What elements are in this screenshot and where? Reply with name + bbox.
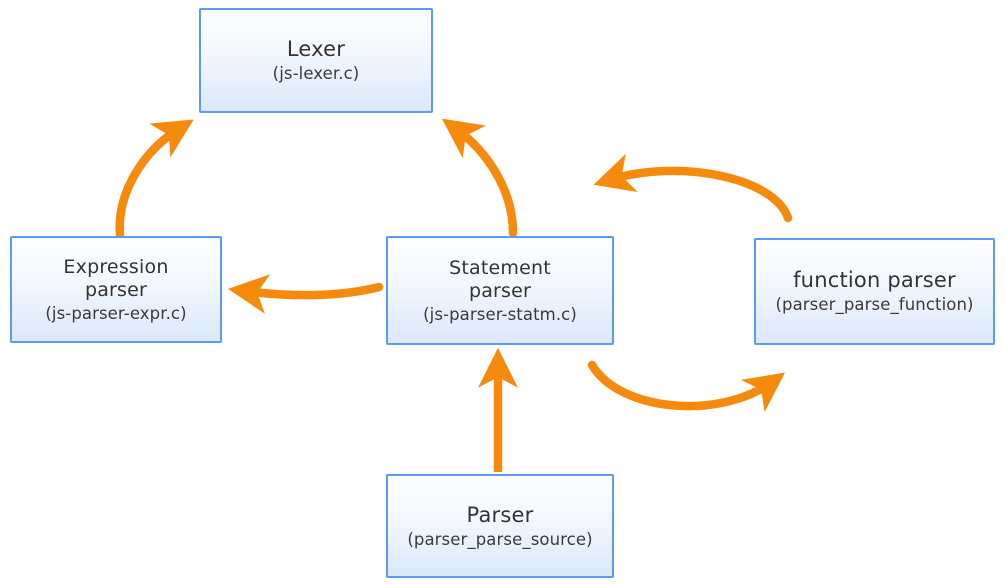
node-parser-subtitle: (parser_parse_source) (407, 529, 593, 549)
node-lexer-subtitle: (js-lexer.c) (272, 64, 360, 84)
node-statement-parser-title-line2: parser (468, 279, 532, 302)
node-lexer-title: Lexer (286, 37, 346, 62)
node-statement-parser-subtitle: (js-parser-statm.c) (423, 304, 577, 324)
node-expression-parser[interactable]: Expression parser (js-parser-expr.c) (10, 236, 222, 343)
node-lexer[interactable]: Lexer (js-lexer.c) (199, 8, 433, 113)
node-function-parser-subtitle: (parser_parse_function) (775, 295, 974, 315)
node-parser[interactable]: Parser (parser_parse_source) (386, 474, 614, 578)
edge-statm-to-lexer (441, 118, 518, 238)
node-expression-parser-title-line2: parser (84, 278, 148, 301)
node-statement-parser-title-line1: Statement (449, 256, 551, 279)
node-function-parser[interactable]: function parser (parser_parse_function) (754, 238, 995, 345)
edge-statm-to-func (587, 360, 786, 413)
node-function-parser-title: function parser (793, 268, 956, 293)
node-parser-title: Parser (466, 502, 534, 527)
node-expression-parser-subtitle: (js-parser-expr.c) (45, 303, 187, 323)
node-expression-parser-title-line1: Expression (63, 255, 169, 278)
edge-statm-to-expr (227, 274, 384, 314)
edge-func-to-statm (593, 153, 793, 223)
edge-expr-to-lexer (115, 119, 194, 239)
node-statement-parser[interactable]: Statement parser (js-parser-statm.c) (386, 236, 614, 345)
